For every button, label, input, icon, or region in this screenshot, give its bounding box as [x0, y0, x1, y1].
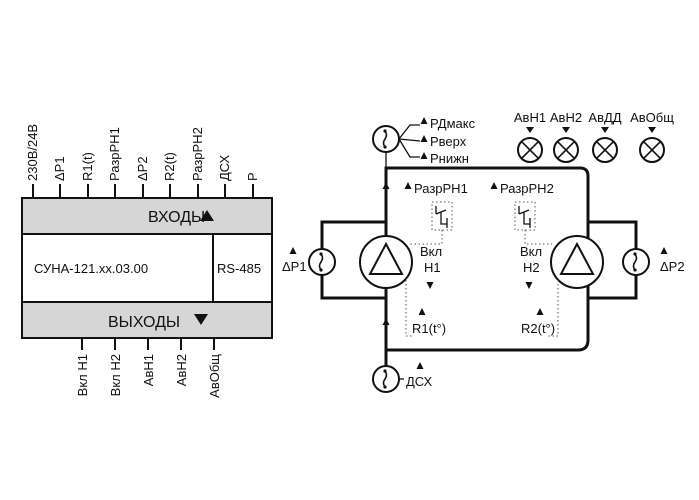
- lamp-arrow-icon: [601, 127, 609, 133]
- dry-run-switch-icon: [372, 365, 400, 393]
- pump1-cmd-line2: Н1: [424, 260, 441, 275]
- bottom-terminal-label: Вкл Н2: [108, 354, 123, 396]
- pump1-triangle-icon: [368, 241, 404, 275]
- dry-run-arrow-icon: [416, 362, 424, 369]
- pump1-permit-link: [410, 230, 443, 245]
- rnizhn-arrow-icon: [420, 152, 428, 159]
- lamp-arrow-icon: [562, 127, 570, 133]
- pump2-triangle-icon: [559, 241, 595, 275]
- inputs-label: ВХОДЫ: [148, 209, 205, 226]
- lamp-cross-icon: [596, 141, 614, 159]
- pump1-permit-switch-icon: [435, 206, 448, 228]
- dp1-label: ΔР1: [282, 259, 307, 274]
- pressure-output-rverh: Рверх: [430, 134, 467, 149]
- pump2-cmd-line1: Вкл: [520, 244, 542, 259]
- pump2-permit-label: РазрРН2: [500, 181, 554, 196]
- bottom-terminal-label: АвОбщ: [207, 354, 222, 398]
- top-terminal-label: РазрРН1: [107, 127, 122, 181]
- bottom-terminal-label: Вкл Н1: [75, 354, 90, 396]
- transducer-lines: [398, 124, 421, 158]
- alarm-lamp-label: АвН2: [550, 110, 582, 125]
- inputs-band: [21, 197, 273, 235]
- dp2-label: ΔР2: [660, 259, 685, 274]
- rverh-arrow-icon: [420, 135, 428, 142]
- pump2-permit-switch-icon: [518, 206, 531, 228]
- pump2-permit-box: [514, 201, 536, 231]
- permit1-arrow-icon: [404, 182, 412, 189]
- bottom-terminal-label: АвН2: [174, 354, 189, 386]
- pump2-dp-switch-icon: [622, 248, 650, 276]
- top-terminal-label: 230В/24В: [25, 124, 40, 181]
- pump2-relay-label: R2(t°): [521, 321, 555, 336]
- relay1-link: [405, 280, 412, 337]
- lamp-cross-icon: [521, 141, 539, 159]
- inputs-arrow-up-icon: [200, 210, 214, 221]
- top-terminal-label: ΔР2: [135, 156, 150, 181]
- controller-model: СУНА-121.хх.03.00: [34, 261, 148, 276]
- top-terminal-label: ДСХ: [217, 155, 232, 181]
- pump2-permit-link: [524, 230, 552, 245]
- pump1-relay-label: R1(t°): [412, 321, 446, 336]
- dry-run-label: ДСХ: [406, 374, 432, 389]
- alarm-lamp-label: АвН1: [514, 110, 546, 125]
- outputs-band: [21, 301, 273, 339]
- top-terminal-label: ΔР1: [52, 156, 67, 181]
- top-terminal-label: R2(t): [162, 152, 177, 181]
- top-terminal-label: Р: [245, 172, 260, 181]
- relay2-link: [548, 280, 559, 337]
- lamp-arrow-icon: [526, 127, 534, 133]
- pump2-cmd-line2: Н2: [523, 260, 540, 275]
- pump1-permit-box: [431, 201, 453, 231]
- controller-body: [21, 233, 273, 303]
- outputs-arrow-down-icon: [194, 314, 208, 325]
- pump2-cmd-arrow-icon: [525, 282, 533, 289]
- pressure-transducer-icon: [372, 125, 400, 153]
- outputs-label: ВЫХОДЫ: [108, 314, 180, 331]
- alarm-lamp-group: АвН1 АвН2 АвДД АвОбщ: [514, 110, 674, 163]
- bottom-terminal-label: АвН1: [141, 354, 156, 386]
- controller-interface: RS-485: [217, 261, 261, 276]
- dp2-arrow-icon: [660, 247, 668, 254]
- lamp-arrow-icon: [648, 127, 656, 133]
- top-terminal-label: R1(t): [80, 152, 95, 181]
- alarm-lamp-label: АвДД: [588, 110, 621, 125]
- pump1-cmd-arrow-icon: [426, 282, 434, 289]
- permit2-arrow-icon: [490, 182, 498, 189]
- lamp-cross-icon: [557, 141, 575, 159]
- flow-arrow-icon: [382, 182, 390, 189]
- flow-arrow-icon: [382, 318, 390, 325]
- alarm-lamp-label: АвОбщ: [630, 110, 674, 125]
- pump1-permit-label: РазрРН1: [414, 181, 468, 196]
- pump1-dp-switch-icon: [308, 248, 336, 276]
- lamp-cross-icon: [643, 141, 661, 159]
- pump1-cmd-line1: Вкл: [420, 244, 442, 259]
- main-manifold: [384, 166, 590, 354]
- relay1-arrow-icon: [418, 308, 426, 315]
- dp1-arrow-icon: [289, 247, 297, 254]
- rdmax-arrow-icon: [420, 117, 428, 124]
- bottom-terminal-group: Вкл Н1 Вкл Н2 АвН1 АвН2 АвОбщ: [75, 338, 222, 398]
- top-terminal-label: РазрРН2: [190, 127, 205, 181]
- pressure-output-rdmax: РДмакс: [430, 116, 476, 131]
- pressure-output-rnizhn: Рнижн: [430, 151, 469, 166]
- relay2-arrow-icon: [536, 308, 544, 315]
